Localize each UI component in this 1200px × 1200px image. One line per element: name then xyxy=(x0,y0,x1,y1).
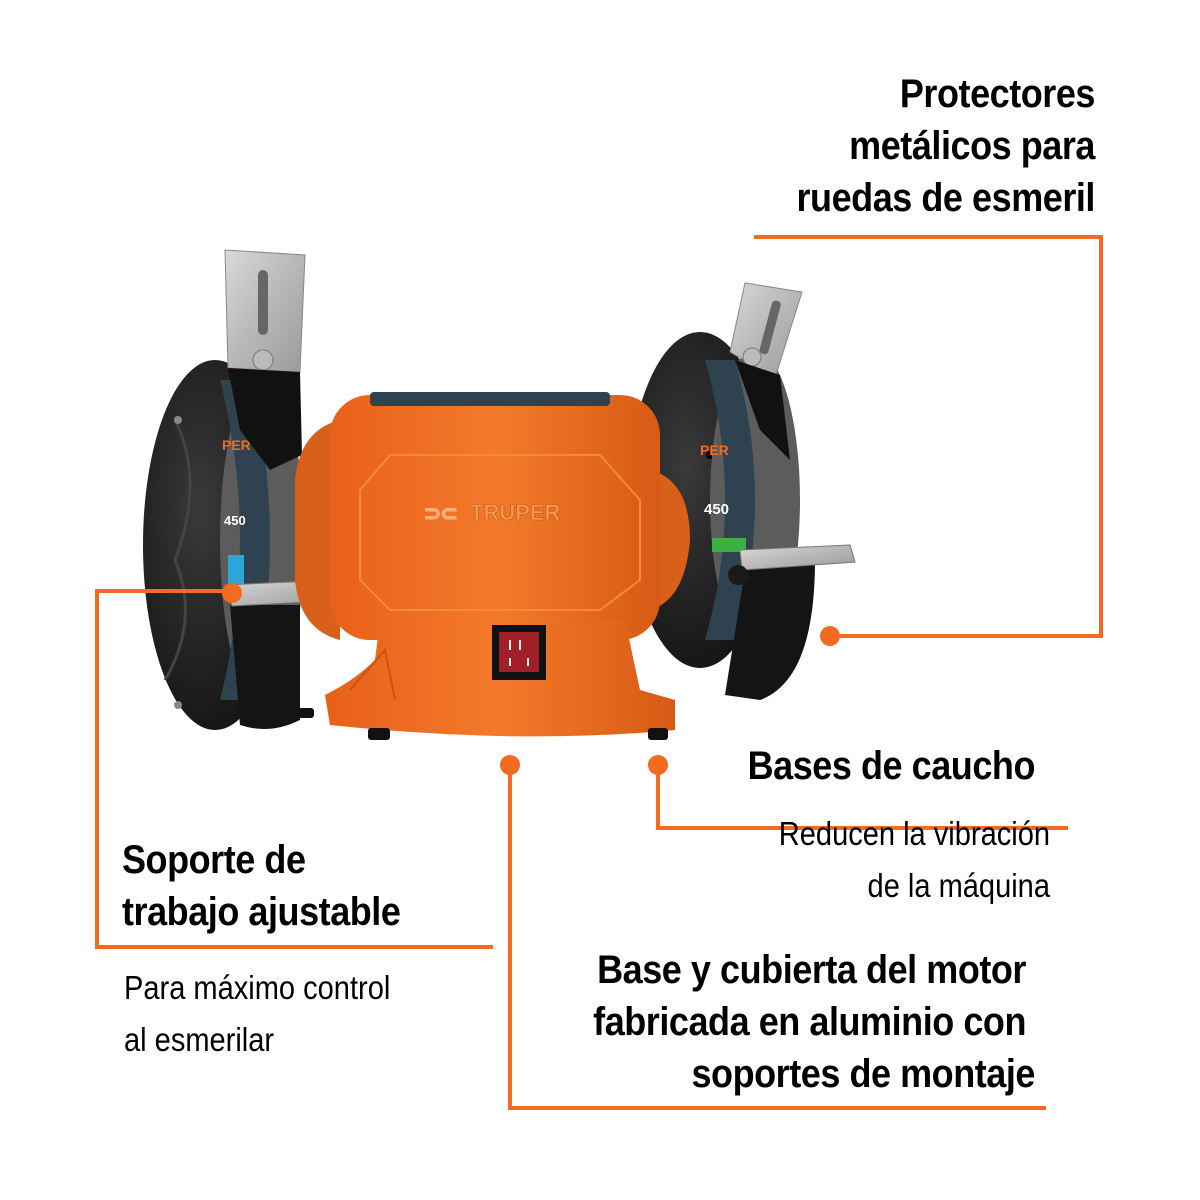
left-wheel-rpm-label: 450 xyxy=(224,513,246,528)
right-tool-rest xyxy=(728,544,856,585)
callout-line-protectores-top xyxy=(754,235,1103,239)
callout-title-line: metálicos para xyxy=(849,124,1095,168)
left-spark-arrestor xyxy=(224,249,306,470)
callout-title-line: Protectores xyxy=(899,72,1096,116)
callout-subtitle-line: Reducen la vibración xyxy=(778,815,1050,852)
callout-subtitle-soporte: Para máximo control al esmerilar xyxy=(124,962,476,1066)
brand-emboss: TRUPER xyxy=(470,500,561,525)
callout-subtitle-line: Para máximo control xyxy=(124,969,391,1006)
left-wheel-brand-label: PER xyxy=(222,437,251,453)
right-spark-arrestor xyxy=(729,282,803,460)
motor-housing: TRUPER ⊃⊂ xyxy=(295,392,690,640)
callout-subtitle-bases: Reducen la vibración de la máquina xyxy=(698,808,1050,912)
callout-dot-protectores xyxy=(820,626,840,646)
callout-dot-soporte xyxy=(222,583,242,603)
callout-subtitle-line: al esmerilar xyxy=(124,1021,275,1058)
callout-title-protectores: Protectores metálicos para ruedas de esm… xyxy=(645,68,1095,224)
right-wheel-rpm-label: 450 xyxy=(704,501,729,518)
callout-line-protectores-bottom xyxy=(830,634,1103,638)
callout-line-protectores-right xyxy=(1099,235,1103,638)
callout-line-base-cubierta-horizontal xyxy=(508,1106,1046,1110)
callout-line-bases-vertical xyxy=(656,765,660,830)
callout-title-line: trabajo ajustable xyxy=(122,890,401,934)
right-wheel-brand-label: PER xyxy=(700,442,729,458)
callout-title-bases: Bases de caucho xyxy=(675,740,1036,792)
svg-text:⊃⊂: ⊃⊂ xyxy=(424,501,458,525)
callout-line-soporte-bottom xyxy=(95,945,493,949)
callout-line-soporte-top xyxy=(95,589,232,593)
callout-title-base-cubierta: Base y cubierta del motor fabricada en a… xyxy=(531,944,1035,1100)
rubber-foot xyxy=(648,728,668,740)
right-lower-guard xyxy=(725,560,815,700)
callout-title-line: Bases de caucho xyxy=(747,744,1036,788)
motor-base xyxy=(325,620,675,737)
left-lower-guard xyxy=(230,605,300,729)
callout-title-line: Soporte de xyxy=(122,838,306,882)
callout-title-line: fabricada en aluminio con xyxy=(593,1000,1026,1044)
rubber-foot xyxy=(298,708,314,718)
callout-line-soporte-left xyxy=(95,589,99,949)
callout-subtitle-line: de la máquina xyxy=(867,867,1050,904)
callout-title-line: ruedas de esmeril xyxy=(796,176,1095,220)
callout-line-bases-horizontal xyxy=(656,826,1068,830)
callout-title-soporte: Soporte de trabajo ajustable xyxy=(122,834,482,938)
callout-title-line: Base y cubierta del motor xyxy=(597,948,1026,992)
callout-line-base-cubierta-vertical xyxy=(508,765,512,1110)
callout-title-line: soportes de montaje xyxy=(691,1052,1035,1096)
rubber-foot xyxy=(368,728,390,740)
